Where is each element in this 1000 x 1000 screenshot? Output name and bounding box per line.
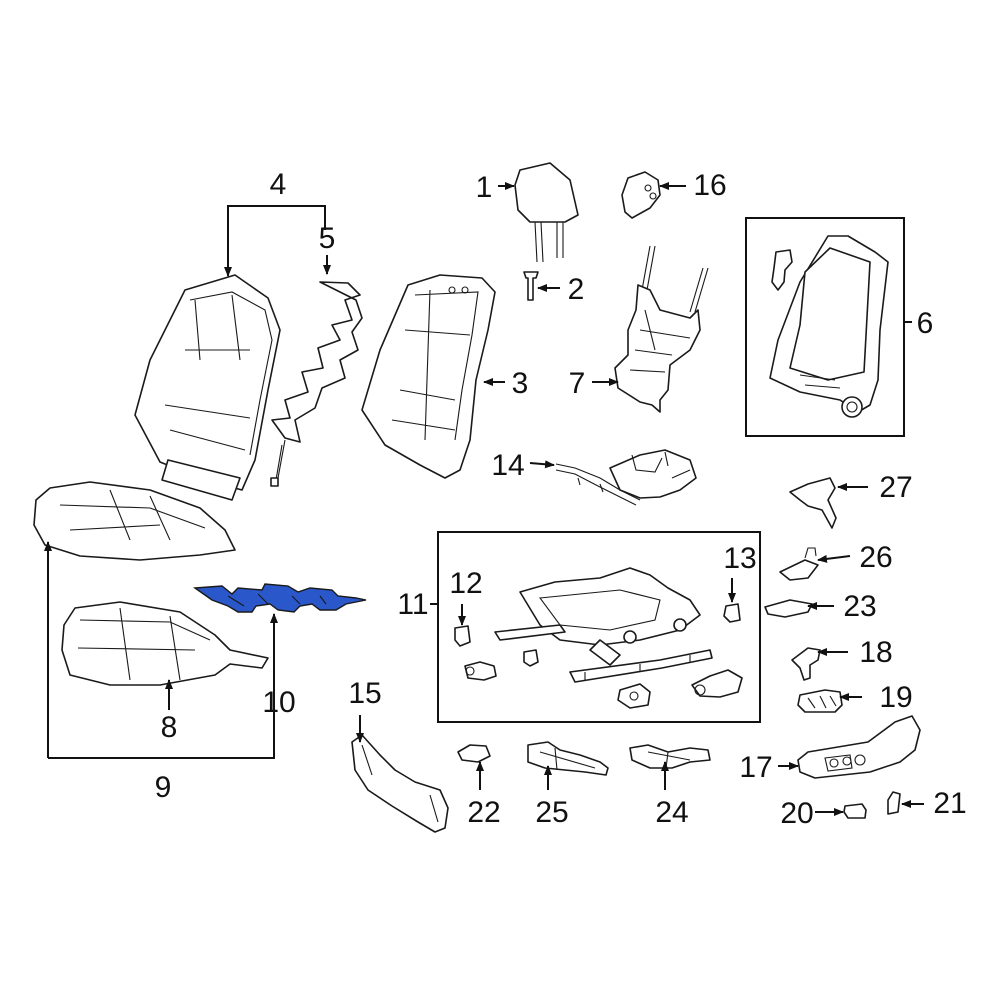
callout-18: 18: [859, 636, 892, 669]
callout-1: 1: [476, 171, 493, 204]
part-11-motor-left[interactable]: [464, 661, 497, 681]
callout-23: 23: [843, 590, 876, 623]
part-10-cushion-heater[interactable]: [193, 583, 367, 613]
callout-27: 27: [879, 471, 912, 504]
callout-numbers: 4 5 1 2 3 16 6 7 14 27 26 23 18 19 17 20…: [155, 168, 967, 830]
callout-4: 4: [270, 168, 287, 201]
part-11-bracket-small[interactable]: [523, 649, 539, 667]
callout-10: 10: [262, 686, 295, 719]
part-4-seatback-cover[interactable]: [134, 274, 281, 501]
callout-20: 20: [780, 797, 813, 830]
callout-2: 2: [568, 273, 585, 306]
callout-25: 25: [535, 796, 568, 829]
callout-19: 19: [879, 681, 912, 714]
callout-14: 14: [491, 449, 524, 482]
part-20-knob[interactable]: [843, 803, 867, 819]
callout-26: 26: [859, 541, 892, 574]
part-11-motor-right[interactable]: [691, 669, 743, 698]
part-27-bracket[interactable]: [789, 477, 837, 529]
part-11-seat-track[interactable]: [494, 567, 713, 683]
callout-11: 11: [397, 588, 428, 621]
callout-5: 5: [319, 222, 336, 255]
part-15-garnish[interactable]: [351, 734, 449, 833]
part-3-seatback-foam[interactable]: [361, 274, 496, 479]
part-6-frame-box: [745, 217, 905, 437]
part-26-clip[interactable]: [779, 547, 819, 581]
part-22-bracket[interactable]: [457, 744, 491, 763]
callout-12: 12: [449, 567, 482, 600]
callout-16: 16: [693, 169, 726, 202]
part-13-clip[interactable]: [723, 603, 741, 623]
part-8-cushion-pad[interactable]: [61, 601, 269, 686]
callout-3: 3: [512, 367, 529, 400]
part-21-knob[interactable]: [887, 791, 901, 815]
callout-15: 15: [348, 677, 381, 710]
part-18-bracket[interactable]: [791, 647, 821, 681]
callout-6: 6: [917, 307, 934, 340]
part-2-headrest-guide[interactable]: [523, 271, 539, 301]
callout-22: 22: [467, 796, 500, 829]
part-11-track-box: [437, 531, 761, 723]
part-16-cap[interactable]: [621, 171, 661, 219]
part-1-headrest[interactable]: [514, 162, 579, 263]
callout-24: 24: [655, 796, 688, 829]
part-11-gear-box[interactable]: [617, 683, 651, 709]
callout-21: 21: [933, 787, 966, 820]
callout-13: 13: [723, 542, 756, 575]
callout-8: 8: [161, 711, 178, 744]
part-23-cover[interactable]: [764, 599, 813, 618]
part-25-bracket[interactable]: [527, 741, 609, 776]
part-14-recliner-lever[interactable]: [555, 449, 697, 506]
leader-lines: [44, 182, 924, 816]
callout-7: 7: [569, 367, 586, 400]
part-7-lumbar-support[interactable]: [614, 245, 709, 413]
callout-17: 17: [739, 751, 772, 784]
part-17-side-shield[interactable]: [797, 715, 921, 779]
callout-9: 9: [155, 771, 172, 804]
part-9-seat-cushion-upper[interactable]: [33, 481, 236, 561]
part-19-switch[interactable]: [797, 689, 843, 713]
part-12-clip[interactable]: [454, 625, 471, 647]
part-5-seatback-pad[interactable]: [270, 281, 363, 487]
part-24-bracket[interactable]: [629, 744, 711, 769]
part-6-seatback-frame[interactable]: [769, 235, 889, 418]
